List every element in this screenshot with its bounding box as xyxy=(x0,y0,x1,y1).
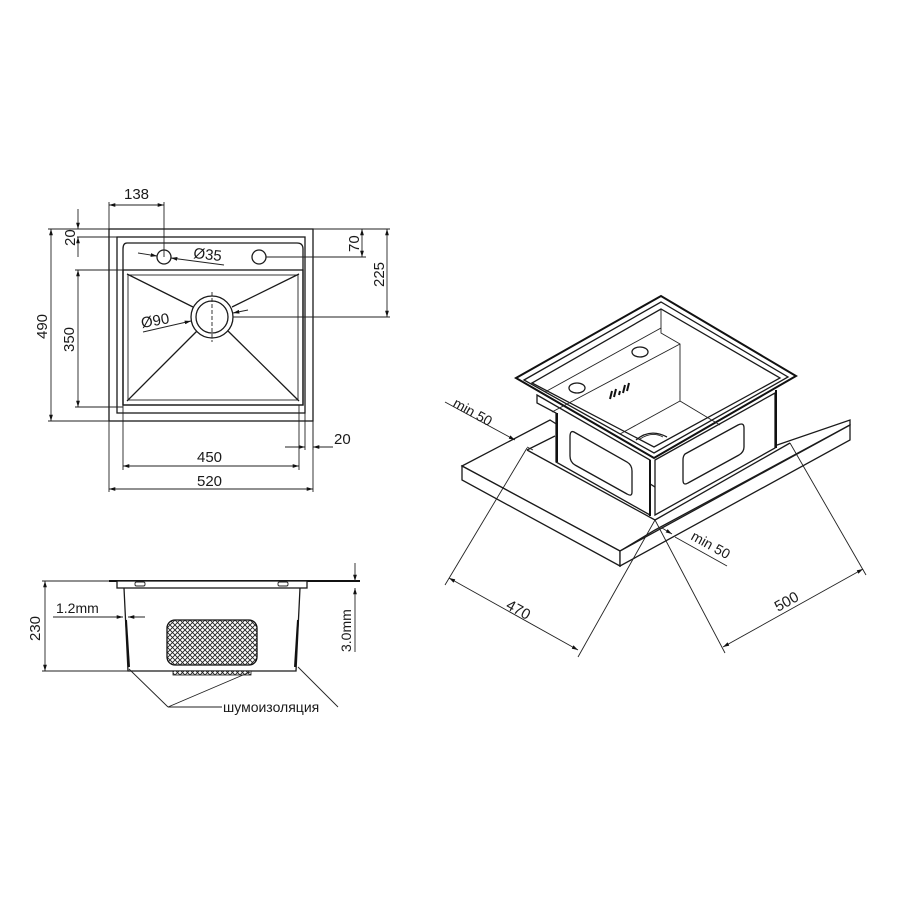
dim-hole-offset: 138 xyxy=(124,186,149,203)
dim-min-left: min 50 xyxy=(451,395,496,429)
dim-rim: 20 xyxy=(62,229,79,246)
dim-bowl-depth: 350 xyxy=(61,327,78,352)
insulation-pad-icon xyxy=(166,619,258,666)
countertop-front-right xyxy=(619,423,851,568)
side-flange xyxy=(116,580,308,589)
dim-bowl-width: 450 xyxy=(197,449,222,466)
dim-cabinet-width: 470 xyxy=(503,597,533,624)
top-view: 138 20 Ø35 Ø90 70 225 490 350 xyxy=(34,186,390,492)
dim-drain-diameter: Ø90 xyxy=(140,310,171,332)
overflow-slots-icon xyxy=(609,382,630,400)
dim-total-depth: 490 xyxy=(34,314,51,339)
sink-inner-flange xyxy=(116,236,306,414)
insulation-panel-right-icon xyxy=(682,423,745,485)
dim-hole-diameter: Ø35 xyxy=(193,245,223,265)
dim-hole-from-edge: 70 xyxy=(346,235,363,252)
sink-flange-outer xyxy=(513,294,798,460)
iso-tap-hole-left-icon xyxy=(568,382,586,394)
dim-height: 230 xyxy=(27,616,44,641)
dim-total-width: 520 xyxy=(197,473,222,490)
dim-cabinet-depth: 500 xyxy=(772,588,802,615)
insulation-panel-left-icon xyxy=(569,430,633,496)
bowl-outline xyxy=(122,269,304,406)
tap-hole-right-icon xyxy=(251,249,267,265)
iso-drain-icon xyxy=(635,432,668,441)
isometric-view: min 50 min 50 470 500 xyxy=(444,294,867,658)
dim-drain-from-edge: 225 xyxy=(371,262,388,287)
side-view: 230 1.2mm 3.0mm шумоизоляция xyxy=(27,563,360,715)
dim-top-thickness: 3.0mm xyxy=(338,609,354,652)
dim-wall-thickness: 1.2mm xyxy=(56,600,99,616)
sink-outer-outline xyxy=(108,228,314,422)
dim-side-rim: 20 xyxy=(334,431,351,448)
insulation-label: шумоизоляция xyxy=(223,699,319,715)
iso-tap-hole-right-icon xyxy=(631,346,649,358)
bowl-inner xyxy=(127,274,299,401)
